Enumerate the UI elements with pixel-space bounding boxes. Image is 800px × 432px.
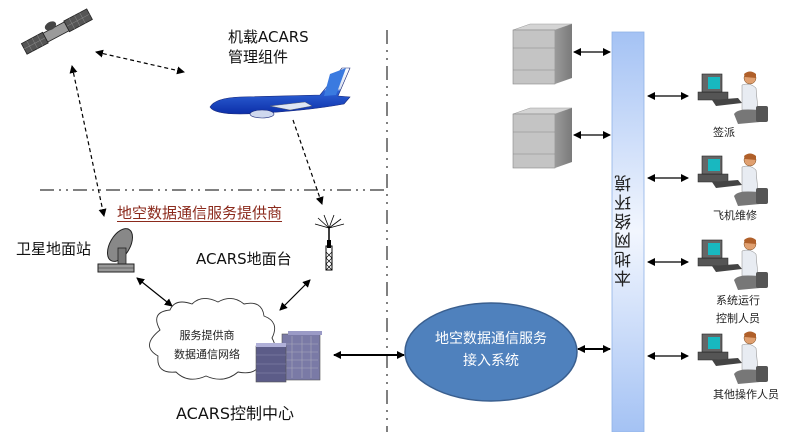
- server-icon: [512, 23, 573, 85]
- provider-title: 地空数据通信服务提供商: [117, 204, 283, 222]
- antenna-tower-icon: [314, 214, 345, 271]
- link-dish-network: [136, 277, 173, 307]
- link-tower-network: [279, 279, 311, 311]
- acars-ground-station-label: ACARS地面台: [196, 250, 292, 268]
- local-network-bar: [611, 31, 645, 432]
- provider-network-label-line2: 数据通信网络: [174, 348, 240, 361]
- control-center-label: ACARS控制中心: [176, 404, 295, 423]
- satellite-dish-icon: [97, 228, 135, 273]
- access-system-label-line1: 地空数据通信服务: [435, 331, 547, 347]
- control-center-servers-icon: [255, 331, 322, 383]
- user-label-dispatch: 签派: [713, 126, 735, 139]
- user-label-ops-line1: 系统运行: [716, 294, 760, 307]
- satellite-icon: [20, 8, 93, 55]
- workstation-user-icon: [697, 237, 768, 290]
- airplane-icon: [209, 67, 351, 119]
- airborne-component-label-line1: 机载ACARS: [228, 28, 309, 46]
- access-system-label-line2: 接入系统: [463, 353, 519, 369]
- provider-network-label-line1: 服务提供商: [179, 329, 235, 342]
- workstation-user-icon: [697, 153, 768, 206]
- satellite-ground-station-label: 卫星地面站: [16, 240, 92, 258]
- user-label-ops-line2: 控制人员: [716, 312, 760, 325]
- link-airplane-acarsstation: [292, 119, 324, 205]
- cloud-shape: [149, 298, 276, 380]
- airborne-component-label-line2: 管理组件: [228, 48, 289, 66]
- workstation-user-icon: [697, 331, 768, 384]
- provider-network-label: 服务提供商 数据通信网络: [174, 326, 240, 364]
- user-label-other: 其他操作人员: [713, 388, 779, 401]
- link-satellite-groundstation: [69, 65, 107, 217]
- workstation-user-icon: [697, 71, 768, 124]
- access-system-label: 地空数据通信服务 接入系统: [405, 328, 577, 372]
- user-label-maintenance: 飞机维修: [713, 209, 757, 222]
- local-network-label: 本地网络环境: [615, 173, 635, 287]
- link-satellite-airplane: [95, 49, 185, 75]
- server-icon: [512, 107, 573, 169]
